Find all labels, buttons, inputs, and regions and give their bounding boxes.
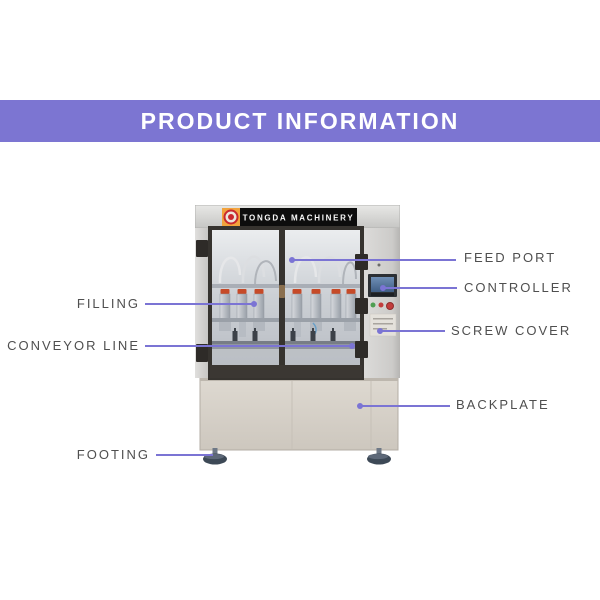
leader-dot <box>357 403 363 409</box>
leader-dot <box>251 301 257 307</box>
foot-right <box>367 448 391 465</box>
label-feed-port: FEED PORT <box>464 250 557 265</box>
foot-left <box>203 448 227 465</box>
leader-line <box>361 405 450 407</box>
filling-hoses <box>218 255 357 286</box>
bottles <box>232 328 336 341</box>
door-hinges <box>196 240 368 362</box>
label-footing: FOOTING <box>76 447 150 462</box>
leader-dot <box>380 285 386 291</box>
door-bottom-band <box>210 365 362 378</box>
label-filling: FILLING <box>76 296 140 311</box>
leader-dot <box>289 257 295 263</box>
leader-line <box>384 287 457 289</box>
filling-machine-photo: TONGDA MACHINERY <box>194 204 401 465</box>
filling-heads <box>219 289 357 321</box>
leader-line <box>292 259 456 261</box>
door-handle <box>279 285 285 298</box>
name-plate <box>369 313 397 337</box>
label-backplate: BACKPLATE <box>456 397 550 412</box>
banner: PRODUCT INFORMATION <box>0 100 600 142</box>
leader-dot <box>377 328 383 334</box>
label-controller: CONTROLLER <box>464 280 573 295</box>
leader-line <box>381 330 445 332</box>
leader-dot <box>349 343 355 349</box>
control-buttons <box>370 302 394 310</box>
brand-plate-text: TONGDA MACHINERY <box>243 214 355 223</box>
leader-line <box>156 454 213 456</box>
leader-line <box>145 303 256 305</box>
machine-illustration: TONGDA MACHINERY <box>194 204 401 467</box>
tongda-logo-icon <box>223 209 239 225</box>
label-conveyor-line: CONVEYOR LINE <box>7 338 140 353</box>
leader-line <box>145 345 353 347</box>
base-cabinet <box>199 377 399 451</box>
brand-plate: TONGDA MACHINERY <box>222 208 357 226</box>
label-screw-cover: SCREW COVER <box>451 323 572 338</box>
banner-title: PRODUCT INFORMATION <box>140 107 460 134</box>
